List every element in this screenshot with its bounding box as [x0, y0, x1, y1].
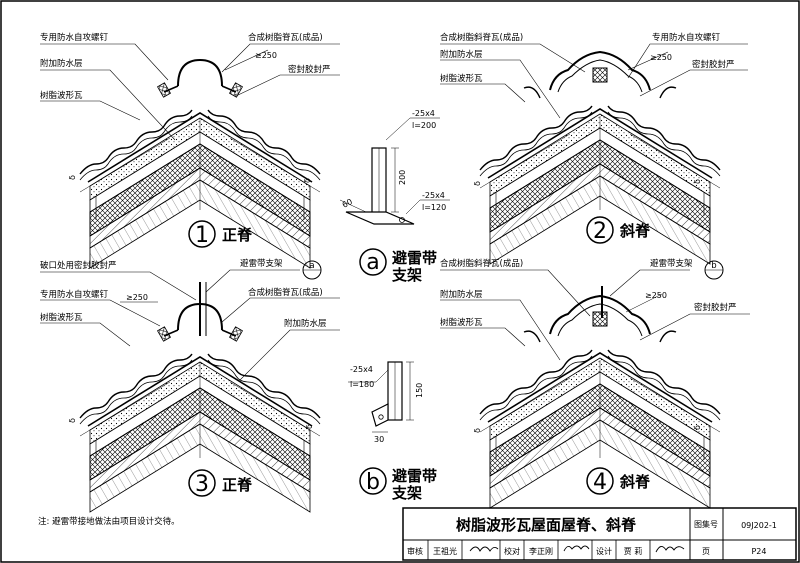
bracket-b-length: l=180	[350, 380, 374, 389]
detail-3-screw-label: 专用防水自攻螺钉	[40, 289, 109, 300]
sheet-note: 注: 避雷带接地做法由项目设计交待。	[38, 516, 180, 527]
detail-4-name: 斜脊	[619, 473, 651, 491]
page-number: P24	[751, 547, 766, 556]
detail-4-number-circle	[586, 467, 614, 495]
detail-1-tile-label: 树脂波形瓦	[40, 90, 83, 101]
detail-3-ridge-tile-label: 合成树脂脊瓦(成品)	[248, 287, 323, 298]
bracket-a-letter: a	[366, 250, 379, 275]
detail-2-overlap-dim: ≥250	[650, 53, 672, 62]
title-block	[402, 507, 797, 561]
detail-3-bracket-label: 避雷带支架	[240, 258, 283, 269]
detail-1-overlap-dim: ≥250	[255, 51, 277, 60]
detail-1-number: 1	[195, 223, 209, 248]
checker-name: 李正刚	[529, 546, 553, 556]
detail-2-name: 斜脊	[619, 222, 651, 240]
detail-4-ref-letter: b	[711, 261, 716, 271]
bracket-b-name-line2: 支架	[391, 484, 422, 502]
bracket-a-letter-circle	[359, 248, 387, 276]
page-label: 页	[702, 547, 710, 556]
detail-2-ridge-tile-label: 合成树脂斜脊瓦(成品)	[440, 32, 523, 43]
review-label: 审核	[407, 546, 423, 556]
bracket-b-letter-circle	[359, 467, 387, 495]
bracket-b-drawing	[348, 361, 414, 433]
detail-4-extra-waterproof-label: 附加防水层	[440, 289, 483, 300]
reviewer-name: 王祖光	[433, 546, 457, 556]
detail-4-sealant-label: 密封胶封严	[694, 302, 737, 313]
detail-4-drawing: δ δ	[440, 260, 750, 509]
detail-4-bracket-label: 避雷带支架	[650, 258, 693, 269]
detail-2-tile-label: 树脂波形瓦	[440, 73, 483, 84]
detail-2-screw-label: 专用防水自攻螺钉	[652, 32, 721, 43]
detail-2-sealant-label: 密封胶封严	[692, 59, 735, 70]
bracket-b-base: 30	[374, 435, 384, 444]
detail-3-overlap-dim: ≥250	[126, 293, 148, 302]
detail-2-extra-waterproof-label: 附加防水层	[440, 49, 483, 60]
bracket-a-height: 200	[398, 170, 407, 185]
bracket-b-section: -25x4	[350, 365, 373, 374]
detail-2-delta-left: δ	[473, 181, 482, 186]
detail-4-ridge-tile-label: 合成树脂斜脊瓦(成品)	[440, 258, 523, 269]
bracket-b-letter: b	[366, 470, 380, 495]
detail-2-drawing: δ δ	[440, 43, 748, 265]
detail-4-overlap-dim: ≥250	[645, 291, 667, 300]
detail-3-break-seal-label: 破口处用密封胶封严	[40, 260, 117, 271]
detail-3-delta-left: δ	[68, 418, 77, 423]
check-label: 校对	[504, 546, 520, 556]
bracket-a-drawing	[339, 117, 450, 225]
bracket-a-name-line1: 避雷带	[392, 249, 437, 267]
detail-1-drawing: δ δ	[40, 43, 340, 269]
atlas-number: 09J202-1	[741, 521, 777, 530]
detail-2-number-circle	[586, 216, 614, 244]
detail-1-delta-right: δ	[303, 178, 312, 183]
detail-1-screw-label: 专用防水自攻螺钉	[40, 32, 109, 43]
detail-3-number-circle	[188, 469, 216, 497]
detail-3-ref-letter: a	[309, 261, 314, 271]
detail-1-name: 正脊	[222, 226, 253, 244]
detail-4-delta-left: δ	[473, 428, 482, 433]
bracket-b-name-line1: 避雷带	[392, 467, 437, 485]
detail-3-delta-right: δ	[305, 424, 314, 429]
detail-2-number: 2	[593, 219, 607, 244]
bracket-a-bottom-section: -25x4	[422, 191, 445, 200]
detail-1-number-circle	[188, 220, 216, 248]
bracket-a-bottom-length: l=120	[422, 203, 446, 212]
bracket-a-base: 60	[341, 197, 354, 210]
designer-name: 贾 莉	[624, 546, 643, 556]
reviewer-signature	[469, 546, 499, 552]
detail-1-ridge-tile-label: 合成树脂脊瓦(成品)	[248, 32, 323, 43]
design-label: 设计	[596, 546, 612, 556]
detail-3-number: 3	[195, 472, 209, 497]
detail-4-tile-label: 树脂波形瓦	[440, 317, 483, 328]
detail-3-extra-waterproof-label: 附加防水层	[284, 318, 327, 329]
sheet-title: 树脂波形瓦屋面屋脊、斜脊	[456, 516, 637, 534]
detail-4-delta-right: δ	[693, 425, 702, 430]
detail-3-name: 正脊	[222, 476, 253, 494]
atlas-label: 图集号	[694, 519, 718, 529]
bracket-b-height: 150	[415, 383, 424, 398]
detail-3-tile-label: 树脂波形瓦	[40, 312, 83, 323]
detail-3-drawing: δ δ	[40, 260, 340, 513]
detail-1-sealant-label: 密封胶封严	[288, 64, 331, 75]
detail-1-extra-waterproof-label: 附加防水层	[40, 58, 83, 69]
designer-signature	[655, 546, 685, 553]
detail-1-delta-left: δ	[68, 175, 77, 180]
checker-signature	[563, 545, 590, 552]
detail-2-delta-right: δ	[693, 179, 702, 184]
bracket-a-top-length: l=200	[412, 121, 436, 130]
bracket-a-top-section: -25x4	[412, 109, 435, 118]
detail-4-number: 4	[593, 470, 607, 495]
bracket-a-name-line2: 支架	[391, 266, 422, 284]
